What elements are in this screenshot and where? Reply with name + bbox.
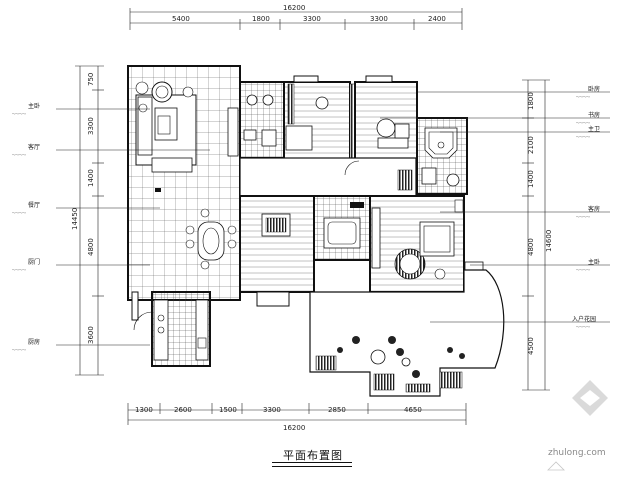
bathroom-2 — [313, 195, 371, 261]
label-right-5-sub: ～～～～ — [576, 268, 590, 272]
label-left-2-sub: ～～～～ — [12, 153, 26, 157]
label-right-5: 主卧 — [588, 258, 600, 266]
dim-right-3: 1400 — [527, 170, 535, 188]
dim-top-2: 1800 — [252, 15, 270, 23]
dim-bottom-5: 2850 — [328, 406, 346, 414]
label-right-2: 书房 — [588, 111, 600, 119]
leader-lines-right — [380, 91, 610, 323]
dimension-left — [75, 65, 104, 376]
dim-left-2: 3300 — [87, 117, 95, 135]
label-left-4: 厨门 — [28, 258, 40, 266]
dimension-right — [522, 79, 550, 391]
dim-left-1: 750 — [87, 73, 95, 86]
dim-right-5: 4500 — [527, 337, 535, 355]
dim-bottom-4: 3300 — [263, 406, 281, 414]
dimension-top — [129, 8, 463, 30]
bathroom-1 — [239, 81, 285, 159]
label-left-2: 客厅 — [28, 143, 40, 151]
label-right-2-sub: ～～～～ — [576, 121, 590, 125]
dim-bottom-6: 4650 — [404, 406, 422, 414]
label-right-1-sub: ～～～～ — [576, 95, 590, 99]
dim-top-5: 2400 — [428, 15, 446, 23]
dim-left-4: 4800 — [87, 238, 95, 256]
label-right-6: 入户花园 — [572, 315, 596, 323]
study-room — [354, 75, 418, 163]
label-right-6-sub: ～～～～ — [576, 325, 590, 329]
dim-left-3: 1400 — [87, 169, 95, 187]
corridor — [239, 157, 417, 197]
watermark-text: zhulong.com — [548, 448, 606, 458]
dim-top-total: 16200 — [283, 4, 305, 12]
dim-bottom-1: 1300 — [135, 406, 153, 414]
dim-left-5: 3600 — [87, 326, 95, 344]
label-right-1: 卧房 — [588, 85, 600, 93]
dim-top-1: 5400 — [172, 15, 190, 23]
label-left-1-sub: ～～～～ — [12, 112, 26, 116]
label-right-3: 主卫 — [588, 125, 600, 133]
dim-right-1: 1800 — [527, 92, 535, 110]
dim-right-total: 14600 — [545, 230, 553, 252]
dim-right-4: 4800 — [527, 238, 535, 256]
entrance-garden — [309, 269, 505, 397]
label-right-3-sub: ～～～～ — [576, 135, 590, 139]
dim-left-total: 14450 — [71, 208, 79, 230]
master-bathroom — [416, 117, 468, 195]
label-left-5-sub: ～～～～ — [12, 348, 26, 352]
drawing-title: 平面布置图 — [283, 449, 343, 462]
leader-lines-left — [56, 108, 210, 346]
dimension-bottom — [127, 403, 467, 425]
label-left-5: 厨房 — [28, 338, 40, 346]
dim-bottom-2: 2600 — [174, 406, 192, 414]
watermark-logo — [547, 380, 608, 471]
label-left-4-sub: ～～～～ — [12, 268, 26, 272]
label-right-4-sub: ～～～～ — [576, 215, 590, 219]
label-left-3: 餐厅 — [28, 201, 40, 209]
label-right-4: 客房 — [588, 205, 600, 213]
living-dining-area — [127, 65, 241, 321]
dim-bottom-3: 1500 — [219, 406, 237, 414]
bedroom-2 — [283, 75, 356, 163]
kitchen — [133, 291, 211, 367]
label-left-3-sub: ～～～～ — [12, 211, 26, 215]
dim-bottom-total: 16200 — [283, 424, 305, 432]
label-left-1: 主卧 — [28, 102, 40, 110]
guest-room — [239, 195, 315, 307]
dim-top-3: 3300 — [303, 15, 321, 23]
dim-top-4: 3300 — [370, 15, 388, 23]
title-underline — [272, 462, 352, 467]
dim-right-2: 2100 — [527, 136, 535, 154]
